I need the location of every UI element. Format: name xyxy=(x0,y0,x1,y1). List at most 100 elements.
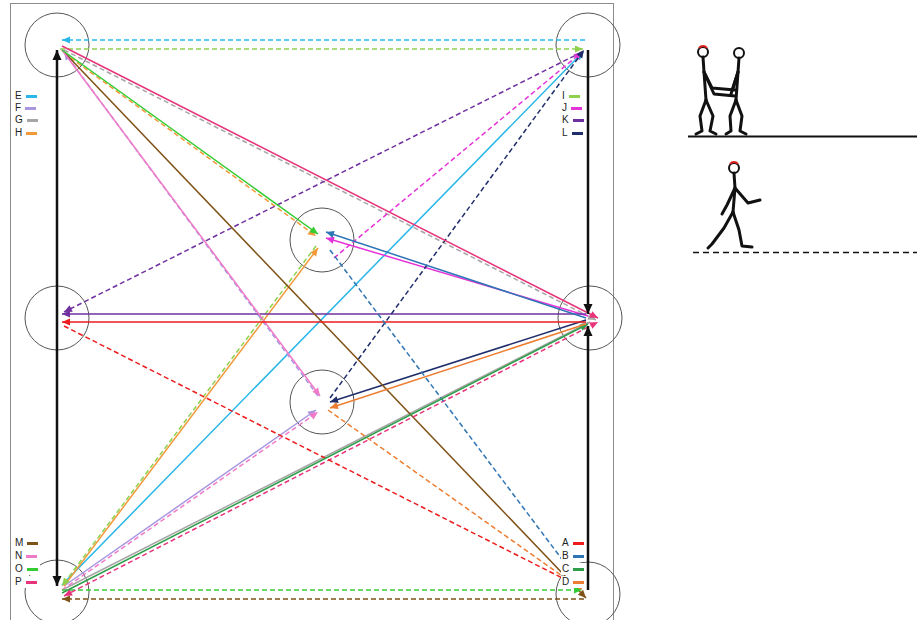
legend-swatch xyxy=(571,107,582,110)
legend-item: H xyxy=(14,127,39,139)
arrow-head xyxy=(62,595,70,602)
movement-arrow xyxy=(64,410,316,586)
legend-swatch xyxy=(27,119,38,122)
arrow-line xyxy=(64,53,316,236)
arrow-head xyxy=(309,412,318,420)
arrow-line xyxy=(62,324,588,593)
arrow-head xyxy=(330,396,339,403)
legend-letter: A xyxy=(562,537,569,549)
legend-item: L xyxy=(561,127,585,139)
arrow-line xyxy=(62,50,586,598)
arrow-head xyxy=(64,305,73,312)
legend-letter: I xyxy=(562,90,565,102)
arrow-line xyxy=(64,322,598,596)
movement-arrow xyxy=(62,246,316,586)
movement-arrow xyxy=(64,52,582,312)
field-border xyxy=(11,4,614,620)
legend-item: K xyxy=(561,114,586,126)
ground-dashed xyxy=(693,252,917,254)
movement-arrows xyxy=(53,36,599,602)
arrow-line xyxy=(62,46,598,318)
legend-letter: E xyxy=(15,90,22,102)
legend-letter: F xyxy=(15,102,21,114)
legend-swatch xyxy=(572,132,583,135)
legend-swatch xyxy=(25,107,36,110)
arrow-head xyxy=(576,50,584,59)
legend-letter: H xyxy=(15,127,22,139)
arrow-line xyxy=(62,246,316,586)
legend-letter: L xyxy=(562,127,568,139)
movement-arrow xyxy=(64,326,582,588)
legend-item: F xyxy=(14,102,38,114)
legend-item: N xyxy=(14,550,39,562)
legend-letter: K xyxy=(562,114,569,126)
arrow-head xyxy=(53,576,62,586)
pair-figure xyxy=(696,47,746,134)
movement-arrow xyxy=(334,52,582,258)
arrow-head xyxy=(584,304,593,314)
side-arrow xyxy=(53,50,62,586)
arrow-line xyxy=(62,321,586,323)
movement-arrow xyxy=(60,45,583,52)
head-mark xyxy=(730,162,738,164)
movement-arrow xyxy=(62,36,585,43)
arrow-head xyxy=(326,237,335,244)
legend-letter: D xyxy=(562,576,569,588)
arrow-line xyxy=(62,412,318,590)
legend-item: J xyxy=(561,102,584,114)
arrow-head xyxy=(584,326,593,336)
arrow-line xyxy=(334,52,582,258)
arrow-line xyxy=(330,250,582,586)
legend-swatch xyxy=(573,119,584,122)
movement-arrow xyxy=(64,50,596,320)
legend-item: D xyxy=(561,576,586,588)
movement-arrow xyxy=(62,318,586,325)
legend-letter: C xyxy=(562,563,569,575)
arrow-line xyxy=(330,324,586,408)
legend-swatch xyxy=(27,568,38,571)
arrow-head xyxy=(62,318,70,325)
arrow-line xyxy=(60,48,583,50)
movement-arrow xyxy=(64,322,598,596)
arrow-line xyxy=(326,232,586,318)
side-arrow xyxy=(584,50,593,314)
arrow-head xyxy=(312,387,320,396)
legend-letter: B xyxy=(562,550,569,562)
arrow-head xyxy=(326,231,335,238)
arrow-head xyxy=(330,402,339,409)
arrow-line xyxy=(62,322,590,590)
legend-swatch xyxy=(573,542,584,545)
walking-figure xyxy=(708,163,760,248)
arrow-head xyxy=(589,311,598,318)
arrow-line xyxy=(326,238,588,316)
legend-swatch xyxy=(26,95,37,98)
legend-swatch xyxy=(573,555,584,558)
arrow-line xyxy=(62,39,585,41)
movement-arrow xyxy=(330,324,586,409)
legend-item: C xyxy=(561,563,586,575)
movement-arrow xyxy=(326,231,586,318)
movement-arrow xyxy=(64,53,316,236)
legend-item: B xyxy=(561,550,586,562)
legend-item: I xyxy=(561,90,582,102)
legend-letter: J xyxy=(562,102,567,114)
arrow-line xyxy=(64,410,316,586)
legend-letter: P xyxy=(15,576,22,588)
side-arrow-line xyxy=(56,50,59,586)
movement-arrow xyxy=(62,412,318,590)
legend-item: G xyxy=(14,114,40,126)
arrow-line xyxy=(62,598,584,600)
head-mark xyxy=(699,46,707,48)
movement-arrow xyxy=(62,586,582,593)
arrow-head xyxy=(62,36,70,43)
legend-letter: N xyxy=(15,550,22,562)
arrow-head xyxy=(309,226,318,234)
legend-letter: O xyxy=(15,563,23,575)
movement-arrow xyxy=(64,248,318,586)
legend-swatch xyxy=(26,132,37,135)
movement-arrow xyxy=(62,50,586,598)
arrow-head xyxy=(53,50,62,60)
side-arrow-line xyxy=(587,326,590,590)
